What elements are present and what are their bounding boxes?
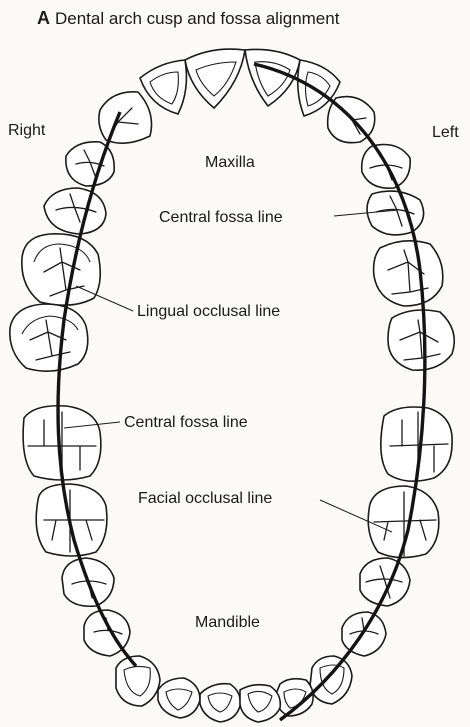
tooth-lower-central-incisor-left [240,685,280,722]
maxillary-arch [10,49,454,371]
mandibular-arch [23,406,452,722]
tooth-upper-canine-right [99,92,152,143]
tooth-lower-lateral-incisor-right [158,678,200,718]
tooth-upper-second-premolar-left [367,191,424,235]
tooth-upper-second-premolar-right [44,188,106,234]
tooth-lower-central-incisor-right [200,684,240,722]
tooth-lower-canine-right [116,656,160,706]
tooth-upper-central-incisor-right [185,49,245,108]
tooth-lower-canine-left [310,656,352,704]
